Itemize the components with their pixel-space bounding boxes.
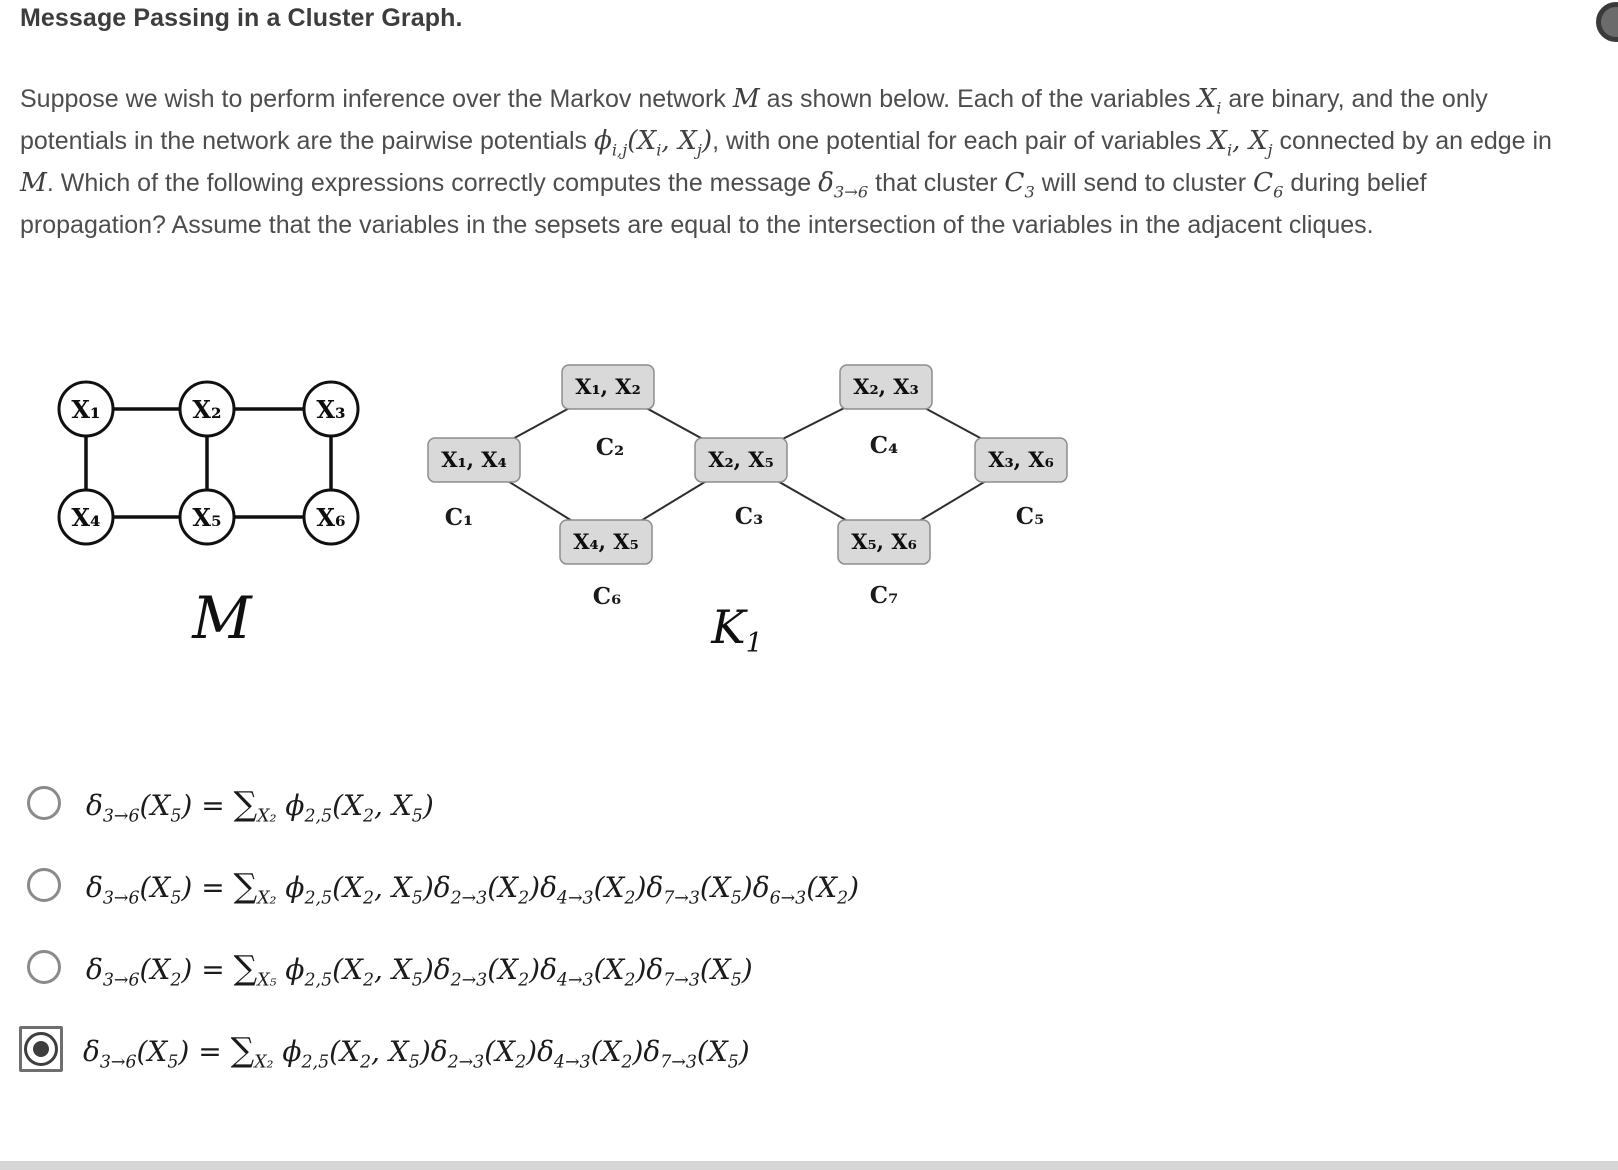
radio-wrap	[16, 859, 72, 911]
answer-option-1[interactable]: δ3→6(X5) = ∑X₂ ϕ2,5(X2, X5)	[16, 762, 1602, 844]
markov-node-x3: X₃	[302, 380, 360, 438]
cluster-label-k1: K1	[710, 600, 763, 659]
radio-wrap	[16, 941, 72, 993]
cluster-name-c7: C₇	[870, 582, 898, 609]
svg-text:X₅: X₅	[192, 503, 221, 532]
corner-partial-icon	[1596, 2, 1618, 42]
cluster-node-c4: X₂, X₃	[839, 364, 933, 410]
markov-label-m: M	[191, 584, 253, 652]
page-title: Message Passing in a Cluster Graph.	[20, 4, 463, 32]
answer-options-list: δ3→6(X5) = ∑X₂ ϕ2,5(X2, X5) δ3→6(X5) = ∑…	[16, 762, 1602, 1090]
svg-text:X₂, X₅: X₂, X₅	[708, 447, 774, 472]
option-formula: δ3→6(X5) = ∑X₂ ϕ2,5(X2, X5)δ2→3(X2)δ4→3(…	[86, 865, 860, 909]
radio-focus-box	[19, 1026, 63, 1072]
radio-button-selected[interactable]	[24, 1032, 58, 1066]
svg-text:X₂: X₂	[192, 395, 221, 424]
markov-node-x5: X₅	[178, 488, 236, 546]
radio-wrap	[16, 777, 72, 829]
markov-network: X₁ X₂ X₃ X₄ X₅	[57, 380, 360, 652]
cluster-name-c3: C₃	[735, 503, 763, 530]
cluster-graph: X₁, X₄ X₁, X₂ X₂, X₅ X₂, X₃ X₃, X₆	[427, 364, 1068, 659]
cluster-node-c7: X₅, X₆	[837, 519, 931, 565]
cluster-name-c1: C₁	[445, 504, 473, 531]
markov-node-x6: X₆	[302, 488, 360, 546]
markov-node-x1: X₁	[57, 380, 115, 438]
option-formula: δ3→6(X5) = ∑X₂ ϕ2,5(X2, X5)δ2→3(X2)δ4→3(…	[83, 1029, 750, 1073]
question-text: Suppose we wish to perform inference ove…	[20, 84, 1552, 239]
svg-text:X₁, X₂: X₁, X₂	[575, 374, 641, 399]
cluster-name-c4: C₄	[870, 432, 898, 459]
svg-text:X₁, X₄: X₁, X₄	[441, 447, 507, 472]
answer-option-2[interactable]: δ3→6(X5) = ∑X₂ ϕ2,5(X2, X5)δ2→3(X2)δ4→3(…	[16, 844, 1602, 926]
radio-button[interactable]	[27, 786, 61, 820]
cluster-node-c3: X₂, X₅	[694, 437, 788, 483]
svg-text:X₄: X₄	[71, 503, 100, 532]
cluster-node-c2: X₁, X₂	[561, 364, 655, 410]
bottom-divider-bar	[0, 1161, 1618, 1170]
cluster-name-c6: C₆	[593, 583, 621, 610]
svg-text:X₃, X₆: X₃, X₆	[988, 447, 1054, 472]
radio-button[interactable]	[27, 868, 61, 902]
cluster-name-c5: C₅	[1016, 503, 1044, 530]
svg-text:X₂, X₃: X₂, X₃	[853, 374, 919, 399]
cluster-node-c6: X₄, X₅	[559, 519, 653, 565]
markov-node-x2: X₂	[178, 380, 236, 438]
answer-option-3[interactable]: δ3→6(X2) = ∑X₅ ϕ2,5(X2, X5)δ2→3(X2)δ4→3(…	[16, 926, 1602, 1008]
answer-option-4[interactable]: δ3→6(X5) = ∑X₂ ϕ2,5(X2, X5)δ2→3(X2)δ4→3(…	[16, 1008, 1602, 1090]
svg-text:X₆: X₆	[316, 503, 345, 532]
markov-and-cluster-figure: X₁ X₂ X₃ X₄ X₅	[57, 364, 1068, 659]
markov-node-x4: X₄	[57, 488, 115, 546]
svg-text:X₄, X₅: X₄, X₅	[573, 529, 639, 554]
option-formula: δ3→6(X2) = ∑X₅ ϕ2,5(X2, X5)δ2→3(X2)δ4→3(…	[86, 947, 753, 991]
radio-button[interactable]	[27, 950, 61, 984]
cluster-node-c1: X₁, X₄	[427, 437, 521, 483]
svg-text:X₅, X₆: X₅, X₆	[851, 529, 917, 554]
cluster-name-c2: C₂	[596, 434, 624, 461]
option-formula: δ3→6(X5) = ∑X₂ ϕ2,5(X2, X5)	[86, 783, 434, 827]
svg-text:X₃: X₃	[316, 395, 345, 424]
svg-text:X₁: X₁	[71, 395, 100, 424]
cluster-node-c5: X₃, X₆	[974, 437, 1068, 483]
